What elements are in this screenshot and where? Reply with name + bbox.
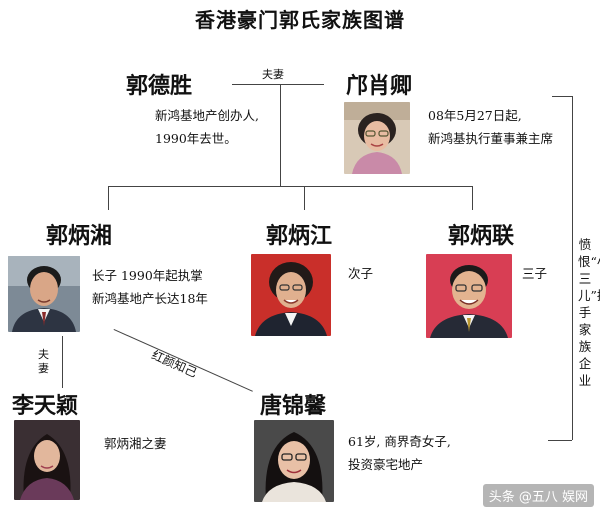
photo-lee-tin-wing <box>14 420 80 500</box>
photo-tong-kam-hing <box>254 420 334 502</box>
person-name-lee-tin-wing: 李天颖 <box>12 394 79 419</box>
person-name-kwok-tak-seng: 郭德胜 <box>126 74 193 99</box>
person-desc-tong-kam-hing: 61岁, 商界奇女子, 投资豪宅地产 <box>348 434 451 472</box>
diagram-title: 香港豪门郭氏家族图谱 <box>195 8 405 32</box>
person-desc-walter: 长子 1990年起执掌 新鸿基地产长达18年 <box>92 268 208 306</box>
drop-walter <box>108 186 109 210</box>
person-desc-kwong-siu-hing: 08年5月27日起, 新鸿基执行董事兼主席 <box>428 108 554 146</box>
person-desc-kwok-tak-seng: 新鸿基地产创办人, 1990年去世。 <box>155 108 259 146</box>
side-bracket-vertical <box>572 96 573 440</box>
spouse-line-left <box>62 336 63 388</box>
photo-raymond <box>426 254 512 338</box>
person-name-thomas: 郭炳江 <box>266 224 333 249</box>
watermark: 头条 @五八 娱网 <box>482 484 594 507</box>
person-desc-raymond: 三子 <box>522 266 548 281</box>
person-name-tong-kam-hing: 唐锦馨 <box>260 394 327 419</box>
side-bracket-top <box>552 96 572 97</box>
spouse-label-top: 夫妻 <box>262 68 284 81</box>
spouse-line-top <box>232 84 324 85</box>
confidante-label: 红颜知己 <box>149 347 200 381</box>
person-name-kwong-siu-hing: 邝肖卿 <box>346 74 413 99</box>
person-name-raymond: 郭炳联 <box>448 224 515 249</box>
family-vertical-down <box>280 84 281 186</box>
photo-kwong-siu-hing <box>344 102 410 174</box>
person-desc-lee-tin-wing: 郭炳湘之妻 <box>104 436 167 451</box>
spouse-label-left: 夫妻 <box>38 348 49 375</box>
person-desc-thomas: 次子 <box>348 266 374 281</box>
drop-raymond <box>472 186 473 210</box>
side-bracket-bottom <box>548 440 572 441</box>
person-name-walter: 郭炳湘 <box>46 224 113 249</box>
side-note-vertical: 愤恨“小三儿”插手家族企业 <box>578 237 600 388</box>
drop-thomas <box>304 186 305 210</box>
photo-walter <box>8 256 80 332</box>
photo-thomas <box>251 254 331 336</box>
family-horizontal <box>108 186 472 187</box>
